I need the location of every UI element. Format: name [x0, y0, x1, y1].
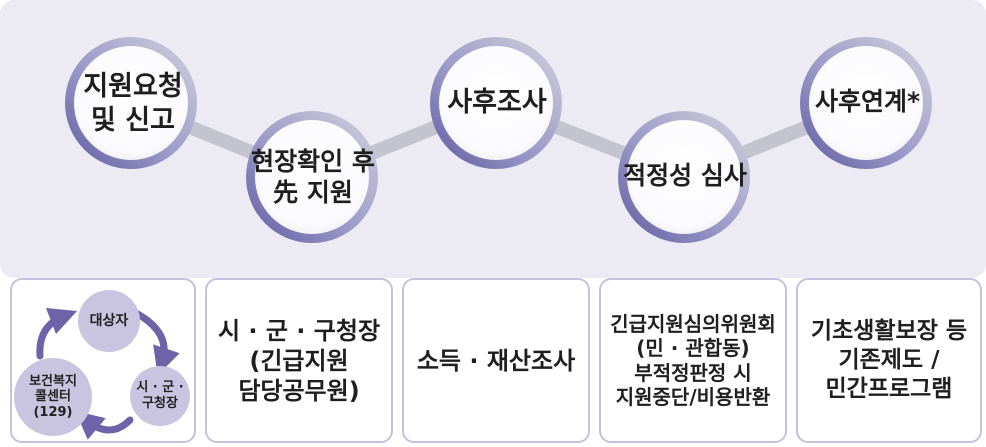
- step-circle-followup-link: [809, 46, 923, 160]
- cycle-node-recipient: 대상자: [78, 290, 140, 352]
- process-flow: [65, 37, 932, 243]
- step-label-followup-link: 사후연계*: [814, 87, 921, 116]
- step-circle-adequacy-review: [627, 120, 741, 234]
- step-label-followup-survey: 사후조사: [447, 87, 547, 118]
- step-label-onsite-support: 현장확인 후 先 지원: [251, 147, 375, 208]
- step-circle-followup-survey: [439, 46, 553, 160]
- box-review-committee: 긴급지원심의위원회 (민 · 관합동) 부적정판정 시 지원중단/비용반환: [599, 278, 787, 443]
- box-local-official-text: 시 · 군 · 구청장 (긴급지원 담당공무원): [217, 316, 381, 405]
- cycle-arrows: [36, 307, 180, 440]
- cycle-node-local-official: 시 · 군 · 구청장: [130, 366, 190, 426]
- box-review-committee-text: 긴급지원심의위원회 (민 · 관합동) 부적정판정 시 지원중단/비용반환: [610, 311, 776, 409]
- step-circle-request: [74, 46, 188, 160]
- cycle-node-call-center: 보건복지 콜센터 (129): [14, 358, 92, 436]
- box-income-asset-survey-text: 소득 · 재산조사: [416, 346, 576, 375]
- step-label-adequacy-review: 적정성 심사: [623, 161, 747, 190]
- step-circle-onsite-support: [255, 120, 369, 234]
- cycle-arrow-left: [36, 307, 78, 360]
- box-local-official: 시 · 군 · 구청장 (긴급지원 담당공무원): [205, 278, 393, 443]
- step-label-request: 지원요청 및 신고: [83, 71, 183, 136]
- box-income-asset-survey: 소득 · 재산조사: [402, 278, 590, 443]
- box-followup-programs: 기초생활보장 등 기존제도 / 민간프로그램: [796, 278, 982, 443]
- cycle-arrow-bottom: [75, 411, 134, 440]
- box-report-cycle: 대상자 시 · 군 · 구청장 보건복지 콜센터 (129): [10, 278, 196, 443]
- cycle-arrow-right: [130, 308, 180, 376]
- box-followup-programs-text: 기초생활보장 등 기존제도 / 민간프로그램: [810, 318, 968, 402]
